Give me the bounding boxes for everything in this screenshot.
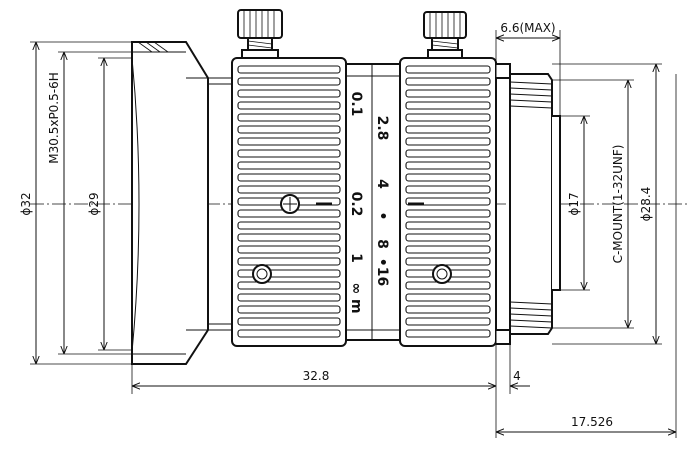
knurl-rib (237, 149, 341, 158)
dim-flange-4: 4 (513, 369, 521, 383)
dim-diameter-17: ϕ17 (567, 192, 581, 215)
aperture-scale-16: •16 (374, 258, 390, 286)
knurl-rib (405, 293, 491, 302)
knurl-rib (237, 173, 341, 182)
dim-thread-m30-5: M30.5xP0.5-6H (47, 72, 61, 163)
extension-lines (30, 30, 677, 438)
knurl-rib (237, 65, 341, 74)
knurl-rib (405, 77, 491, 86)
front-hood (131, 41, 232, 365)
focus-lock-screw (237, 9, 283, 59)
knurl-rib (237, 305, 341, 314)
aperture-lock-screw (423, 11, 467, 59)
rear-barrel (552, 115, 561, 291)
knurl-rib (405, 329, 491, 338)
knurl-rib (405, 89, 491, 98)
dim-back-focal-17-526: 17.526 (571, 415, 613, 429)
dim-diameter-29: ϕ29 (87, 192, 101, 215)
knurl-rib (237, 329, 341, 338)
knurl-rib (237, 257, 341, 266)
knurl-rib (405, 185, 491, 194)
knurl-rib (405, 305, 491, 314)
dim-diameter-28-4: ϕ28.4 (639, 187, 653, 222)
focus-scale-inf: ∞ m (348, 282, 364, 313)
focus-scale-1: 1 (348, 253, 364, 263)
knurl-rib (405, 245, 491, 254)
aperture-ring (399, 57, 497, 347)
knurl-rib (237, 89, 341, 98)
aperture-ring-hole (432, 264, 452, 284)
dim-max-6-6: 6.6(MAX) (500, 21, 555, 35)
knurl-rib (237, 317, 341, 326)
knurl-rib (405, 161, 491, 170)
knurl-rib (405, 113, 491, 122)
knurl-rib (237, 185, 341, 194)
aperture-scale-4: 4 (374, 179, 390, 189)
aperture-scale-2-8: 2.8 (374, 116, 390, 141)
focus-ring-hole (252, 264, 272, 284)
knurl-rib (237, 269, 341, 278)
knurl-rib (405, 233, 491, 242)
knurl-rib (405, 197, 491, 206)
knurl-rib (405, 101, 491, 110)
focus-scale-0-2: 0.2 (348, 192, 364, 217)
c-mount-thread (509, 73, 553, 335)
knurl-rib (405, 257, 491, 266)
dim-c-mount: C-MOUNT(1-32UNF) (611, 145, 625, 264)
dim-diameter-32: ϕ32 (19, 192, 33, 215)
knurl-rib (237, 125, 341, 134)
knurl-rib (237, 113, 341, 122)
knurl-rib (405, 317, 491, 326)
crosshead-screw-icon (280, 194, 300, 214)
knurl-rib (237, 293, 341, 302)
knurl-rib (237, 77, 341, 86)
knurl-rib (405, 209, 491, 218)
aperture-scale-dot: • (374, 212, 390, 221)
knurl-rib (237, 101, 341, 110)
knurl-rib (405, 137, 491, 146)
knurl-rib (237, 161, 341, 170)
knurl-rib (237, 233, 341, 242)
dimension-lines (36, 38, 676, 432)
knurl-rib (405, 221, 491, 230)
knurl-rib (237, 137, 341, 146)
knurl-rib (405, 173, 491, 182)
knurl-rib (405, 125, 491, 134)
knurl-rib (237, 245, 341, 254)
aperture-scale-8: 8 (374, 239, 390, 249)
focus-scale-0-1: 0.1 (348, 92, 364, 117)
knurl-rib (405, 149, 491, 158)
dim-length-32-8: 32.8 (303, 369, 330, 383)
knurl-rib (237, 221, 341, 230)
knurl-rib (237, 281, 341, 290)
knurl-rib (405, 65, 491, 74)
